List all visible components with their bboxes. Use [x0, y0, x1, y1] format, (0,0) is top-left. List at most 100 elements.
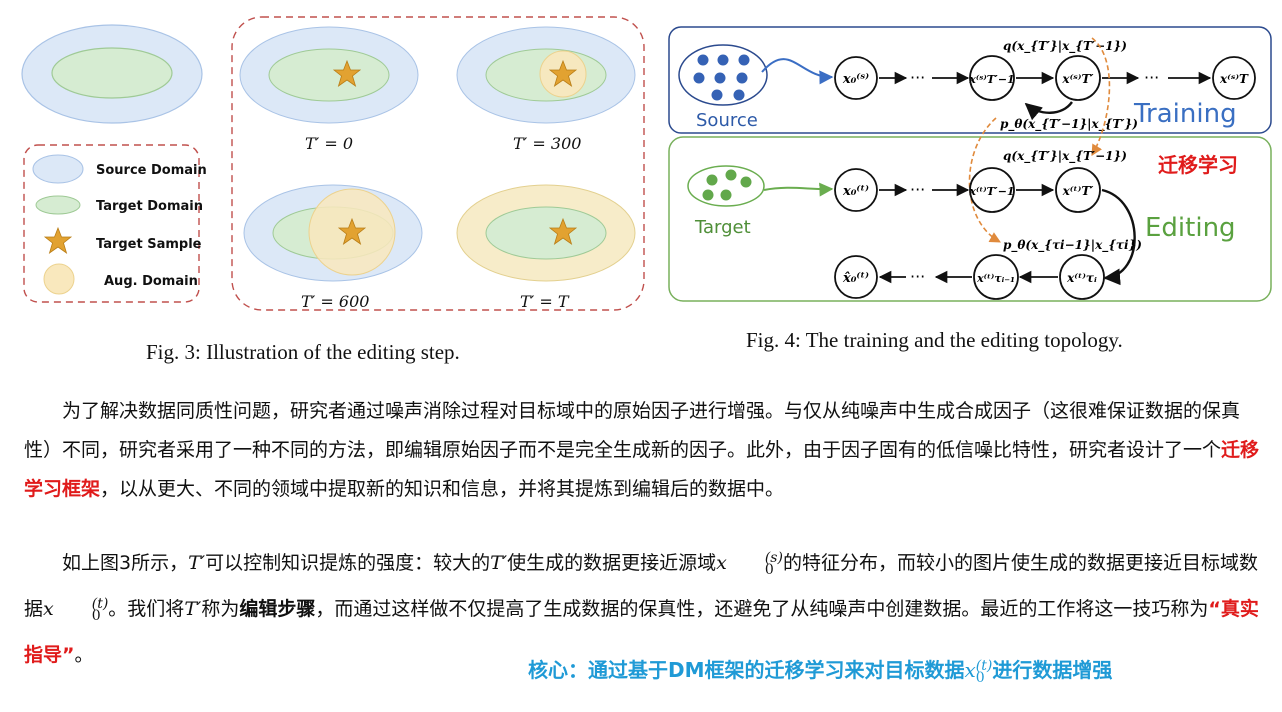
training-node-xTfinal: x⁽ˢ⁾T: [1212, 56, 1256, 100]
editing-node-x0: x₀⁽ᵗ⁾: [834, 168, 878, 212]
math-sub-0-2: 0: [91, 608, 101, 624]
svg-text:x₀⁽ˢ⁾: x₀⁽ˢ⁾: [842, 72, 869, 87]
panel-label-0: T′ = 0: [305, 134, 353, 153]
target-dots: [702, 169, 752, 201]
training-box: [668, 26, 1272, 134]
panel-label-600: T′ = 600: [301, 292, 369, 311]
core-math-x0t: x(t)0: [964, 657, 993, 686]
legend-source-label: Source Domain: [96, 163, 207, 178]
target-arrow: [763, 182, 834, 197]
math-x0t: x (t)0: [43, 596, 109, 624]
math-x-2: x: [43, 598, 54, 620]
svg-text:x⁽ᵗ⁾T′−1: x⁽ᵗ⁾T′−1: [968, 185, 1014, 198]
core-math-sup: (t): [975, 657, 993, 674]
panel-0-target: [268, 48, 390, 102]
paragraph-2: 如上图3所示，T′可以控制知识提炼的强度：较大的T′使生成的数据更接近源域x(s…: [24, 540, 1264, 678]
target-cluster: [687, 165, 765, 207]
para2-text-6: 称为: [201, 598, 240, 620]
panel-T-star-icon: [548, 217, 578, 245]
panel-600-star-icon: [337, 217, 367, 245]
p-transfer-arrow: [968, 117, 1001, 243]
math-sup-s: (s): [764, 550, 783, 566]
legend-aug-label: Aug. Domain: [104, 274, 198, 289]
para1-text-b: ，以从更大、不同的领域中提取新的知识和信息，并将其提炼到编辑后的数据中。: [100, 478, 785, 500]
editing-node-xT: x⁽ᵗ⁾T′: [1055, 167, 1101, 213]
math-tprime-3: T′: [184, 598, 202, 620]
paragraph-1: 为了解决数据同质性问题，研究者通过噪声消除过程对目标域中的原始因子进行增强。与仅…: [24, 392, 1264, 509]
q-transfer-arrow: [1091, 37, 1111, 156]
target-domain-ellipse: [51, 47, 173, 99]
training-ellipsis-1: ···: [910, 68, 925, 87]
training-reverse-arrow: [1024, 101, 1073, 121]
legend-box: [23, 144, 200, 303]
q-label-editing: q(x_{T′}|x_{T′−1}): [1003, 149, 1127, 164]
panel-T-target: [485, 206, 607, 260]
legend-target-label: Target Domain: [96, 199, 203, 214]
svg-text:x⁽ᵗ⁾τᵢ: x⁽ᵗ⁾τᵢ: [1066, 271, 1097, 285]
core-text-2: 进行数据增强: [992, 658, 1113, 682]
training-ellipsis-2: ···: [1144, 68, 1159, 87]
para2-text-3: 使生成的数据更接近源域: [507, 552, 717, 574]
figure-3: Source Domain Target Domain Target Sampl…: [21, 16, 645, 311]
panel-300-star-icon: [548, 59, 578, 87]
para1-text-a: 为了解决数据同质性问题，研究者通过噪声消除过程对目标域中的原始因子进行增强。与仅…: [24, 400, 1241, 461]
legend-aug-swatch: [43, 263, 75, 295]
svg-text:x⁽ˢ⁾T′: x⁽ˢ⁾T′: [1061, 72, 1094, 86]
para2-text-5: 。我们将: [108, 598, 185, 620]
svg-text:x⁽ᵗ⁾τᵢ₋₁: x⁽ᵗ⁾τᵢ₋₁: [976, 272, 1015, 285]
para2-red: “真实指导”: [24, 598, 1259, 666]
para1-highlight: 迁移学习框架: [24, 439, 1260, 500]
target-label: Target: [694, 217, 751, 238]
training-label: Training: [1133, 99, 1237, 129]
para2-text-8: 。: [74, 644, 94, 666]
transfer-learning-label: 迁移学习: [1158, 153, 1238, 177]
editing-curve-arrow: [1101, 188, 1136, 286]
svg-text:x̂₀⁽ᵗ⁾: x̂₀⁽ᵗ⁾: [842, 271, 869, 286]
panel-0-star-icon: [332, 59, 362, 87]
para2-text-1: 如上图3所示，: [62, 552, 189, 574]
core-math-sub: 0: [975, 669, 985, 686]
math-x0s: x (s)0: [716, 550, 783, 578]
editing-node-x0hat: x̂₀⁽ᵗ⁾: [834, 255, 878, 299]
panel-label-300: T′ = 300: [513, 134, 581, 153]
q-label-training: q(x_{T′}|x_{T′−1}): [1003, 39, 1127, 54]
para2-text-7: ，而通过这样做不仅提高了生成数据的保真性，还避免了从纯噪声中创建数据。最近的工作…: [315, 598, 1209, 620]
editing-box: [668, 136, 1272, 302]
fig3-caption: Fig. 3: Illustration of the editing step…: [146, 340, 460, 364]
svg-text:x⁽ˢ⁾T′−1: x⁽ˢ⁾T′−1: [968, 73, 1014, 86]
legend-star-icon: [43, 226, 73, 254]
source-cluster: [678, 44, 768, 106]
editing-node-xtau: x⁽ᵗ⁾τᵢ: [1059, 254, 1105, 300]
training-node-x0: x₀⁽ˢ⁾: [834, 56, 878, 100]
legend-target-swatch: [35, 195, 81, 215]
math-tprime-2: T′: [490, 552, 508, 574]
editing-ellipsis-2: ···: [910, 267, 925, 286]
svg-text:x⁽ᵗ⁾T′: x⁽ᵗ⁾T′: [1062, 184, 1095, 198]
panel-label-T: T′ = T: [520, 292, 570, 311]
source-label: Source: [696, 110, 758, 131]
source-dots: [693, 54, 750, 101]
legend-sample-label: Target Sample: [96, 237, 202, 252]
para2-bold: 编辑步骤: [239, 598, 316, 620]
math-sub-0-1: 0: [764, 562, 774, 578]
svg-text:x₀⁽ᵗ⁾: x₀⁽ᵗ⁾: [842, 184, 869, 199]
math-tprime-1: T′: [188, 552, 206, 574]
editing-node-xT-1: x⁽ᵗ⁾T′−1: [968, 167, 1015, 213]
core-text-1: 核心：通过基于DM框架的迁移学习来对目标数据: [528, 658, 965, 682]
p-label-training: p_θ(x_{T′−1}|x_{T′}): [1000, 117, 1138, 132]
editing-label: Editing: [1145, 213, 1236, 243]
core-math-x: x: [964, 658, 976, 682]
training-node-xT-1: x⁽ˢ⁾T′−1: [968, 55, 1015, 101]
math-x-1: x: [716, 552, 727, 574]
editing-node-xtau-1: x⁽ᵗ⁾τᵢ₋₁: [973, 254, 1019, 300]
fig4-caption: Fig. 4: The training and the editing top…: [746, 328, 1123, 352]
figure-4: Source Target x₀⁽ˢ⁾ ··· x⁽ˢ⁾T′−1 x⁽ˢ⁾T′ …: [668, 26, 1272, 302]
legend-source-swatch: [32, 154, 84, 184]
para2-text-4: 的特征分布，而较小的图片使生成的数据更接近目标域数据: [24, 552, 1258, 620]
p-label-editing: p_θ(x_{τi−1}|x_{τi}): [1003, 238, 1142, 253]
steps-container: [231, 16, 645, 311]
source-arrow: [761, 58, 834, 85]
math-sup-t: (t): [91, 596, 109, 612]
editing-ellipsis-1: ···: [910, 180, 925, 199]
